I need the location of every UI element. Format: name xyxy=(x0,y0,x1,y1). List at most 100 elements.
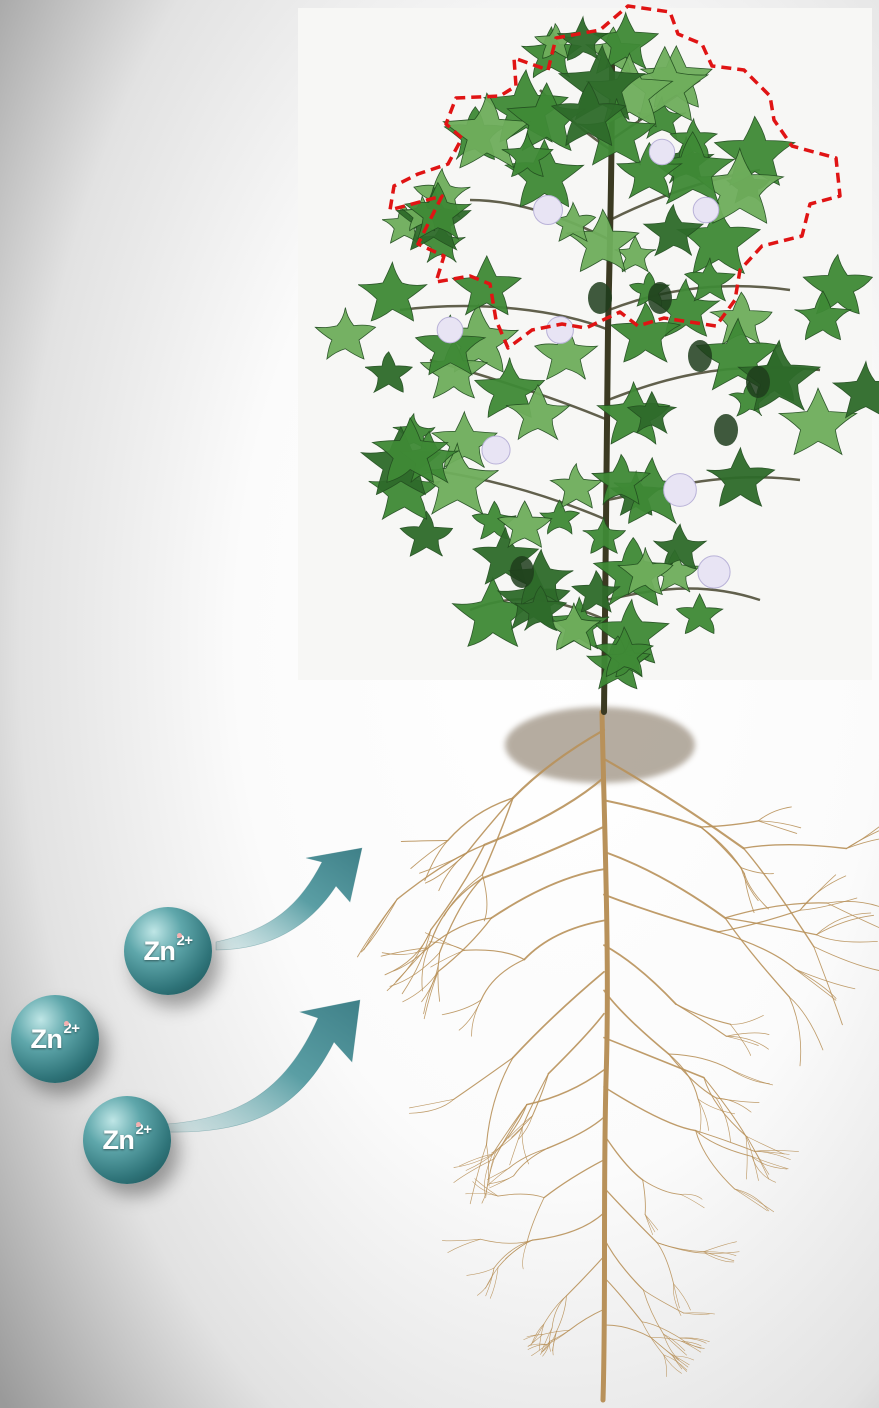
lateral-root xyxy=(796,969,836,1000)
lateral-root xyxy=(604,1087,696,1131)
lateral-root xyxy=(490,1267,498,1298)
lateral-root xyxy=(814,947,843,1025)
lateral-root xyxy=(817,913,871,935)
lateral-root xyxy=(744,845,847,849)
lateral-root xyxy=(524,921,604,960)
lateral-root xyxy=(718,932,796,970)
lateral-root xyxy=(428,918,491,948)
lateral-root xyxy=(381,948,428,956)
lateral-root xyxy=(604,800,701,827)
lateral-root xyxy=(680,1194,704,1207)
lateral-root xyxy=(440,878,483,952)
lateral-root xyxy=(643,1180,646,1215)
zinc-ion: Zn2+ xyxy=(11,995,99,1083)
lateral-root xyxy=(604,1238,643,1290)
lateral-root xyxy=(643,1180,681,1195)
lateral-root xyxy=(704,1078,746,1136)
lateral-root xyxy=(657,1243,704,1252)
cotton-flower xyxy=(547,317,574,344)
uptake-arrow xyxy=(216,848,362,950)
ion-highlight xyxy=(136,1122,141,1127)
lateral-root xyxy=(488,1168,509,1185)
cotton-flower xyxy=(664,474,697,507)
lateral-root xyxy=(716,1098,730,1142)
lateral-root xyxy=(745,874,769,909)
lateral-root xyxy=(466,1193,498,1196)
lateral-root xyxy=(704,1242,737,1252)
lateral-root xyxy=(552,1296,566,1328)
lateral-root xyxy=(664,1355,667,1377)
lateral-root xyxy=(726,1036,768,1049)
lateral-root xyxy=(817,915,874,934)
lateral-root xyxy=(796,969,855,988)
cotton-flower xyxy=(649,139,674,164)
lateral-root xyxy=(532,1074,548,1116)
lateral-root xyxy=(527,1198,544,1243)
lateral-root xyxy=(674,1284,691,1310)
lateral-root xyxy=(604,759,744,848)
lateral-root xyxy=(827,901,879,916)
lateral-root xyxy=(454,1058,513,1100)
cotton-flower xyxy=(698,556,730,588)
lateral-root xyxy=(544,1160,604,1198)
lateral-root xyxy=(498,1194,544,1198)
lateral-root xyxy=(730,1069,772,1085)
lateral-root xyxy=(448,1239,481,1252)
lateral-root xyxy=(410,1099,454,1108)
lateral-root xyxy=(470,1144,486,1204)
ion-symbol: Zn xyxy=(102,1125,134,1156)
lateral-root xyxy=(663,1334,686,1355)
lateral-root xyxy=(472,1000,482,1036)
cotton-flower xyxy=(482,436,510,464)
zinc-ion: Zn2+ xyxy=(83,1096,171,1184)
uptake-arrow xyxy=(168,1000,360,1132)
lateral-root xyxy=(735,1189,774,1212)
lateral-root xyxy=(438,918,492,972)
lateral-root xyxy=(747,1137,769,1179)
lateral-root xyxy=(817,935,878,942)
lateral-root xyxy=(604,1188,657,1243)
lateral-root xyxy=(364,899,397,950)
lateral-root xyxy=(459,1000,481,1030)
lateral-root xyxy=(741,868,773,874)
lateral-root xyxy=(409,1099,454,1113)
cotton-boll xyxy=(714,414,738,446)
ion-highlight xyxy=(177,933,182,938)
lateral-root xyxy=(705,1253,734,1262)
lateral-root xyxy=(569,1309,604,1330)
ion-highlight xyxy=(64,1021,69,1026)
lateral-root xyxy=(800,876,846,910)
lateral-root xyxy=(459,1154,492,1166)
lateral-root xyxy=(464,950,524,960)
cotton-boll xyxy=(746,366,770,398)
lateral-root xyxy=(547,1117,604,1148)
cotton-flower xyxy=(693,197,719,223)
ion-symbol: Zn xyxy=(143,936,175,967)
lateral-root xyxy=(549,1328,552,1352)
lateral-root xyxy=(680,1194,702,1199)
lateral-root xyxy=(730,1015,763,1024)
zinc-ion: Zn2+ xyxy=(124,907,212,995)
lateral-root xyxy=(696,1131,735,1189)
lateral-root xyxy=(401,841,448,842)
taproot xyxy=(602,712,607,1400)
cotton-boll xyxy=(588,282,612,314)
lateral-root xyxy=(645,1214,658,1230)
lateral-root xyxy=(477,1268,494,1295)
lateral-root xyxy=(846,806,879,849)
lateral-root xyxy=(491,869,604,918)
lateral-root xyxy=(657,1243,674,1284)
cotton-flower xyxy=(534,196,563,225)
lateral-root xyxy=(604,1325,651,1337)
lateral-root xyxy=(489,1176,513,1184)
lateral-root xyxy=(482,875,487,921)
lateral-root xyxy=(425,853,466,883)
lateral-root xyxy=(442,1000,481,1015)
lateral-root xyxy=(814,947,879,973)
lateral-root xyxy=(726,1033,769,1036)
cotton-flower xyxy=(437,317,463,343)
lateral-root xyxy=(725,903,827,918)
lateral-root xyxy=(527,1070,604,1105)
